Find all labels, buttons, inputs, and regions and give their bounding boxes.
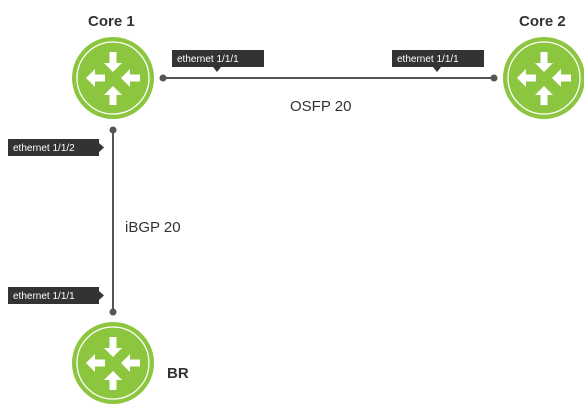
router-icon [71,321,155,404]
port-tag-br-eth111: ethernet 1/1/1 [8,287,104,304]
port-tag-core1-eth112: ethernet 1/1/2 [8,139,104,156]
port-label: ethernet 1/1/1 [13,291,75,302]
node-core2: Core 2 [502,13,584,120]
port-tag-core1-eth111: ethernet 1/1/1 [172,50,264,72]
router-icon [502,36,584,120]
port-tag-core2-eth111: ethernet 1/1/1 [392,50,484,72]
link-endpoint-core1-bottom [109,126,117,134]
port-label: ethernet 1/1/1 [397,54,459,65]
router-icon [71,36,155,120]
node-label-br: BR [167,365,189,382]
link-label-ibgp: iBGP 20 [125,219,181,236]
link-label-osfp: OSFP 20 [290,98,351,115]
node-label-core2: Core 2 [519,13,566,30]
link-endpoint-core1 [159,74,167,82]
port-label: ethernet 1/1/1 [177,54,239,65]
port-label: ethernet 1/1/2 [13,143,75,154]
node-br: BR [71,321,189,404]
node-core1: Core 1 [71,13,155,120]
link-core1-br: iBGP 20 [109,126,181,316]
link-endpoint-core2 [490,74,498,82]
node-label-core1: Core 1 [88,13,135,30]
link-endpoint-br [109,308,117,316]
link-core1-core2: OSFP 20 [159,74,498,115]
